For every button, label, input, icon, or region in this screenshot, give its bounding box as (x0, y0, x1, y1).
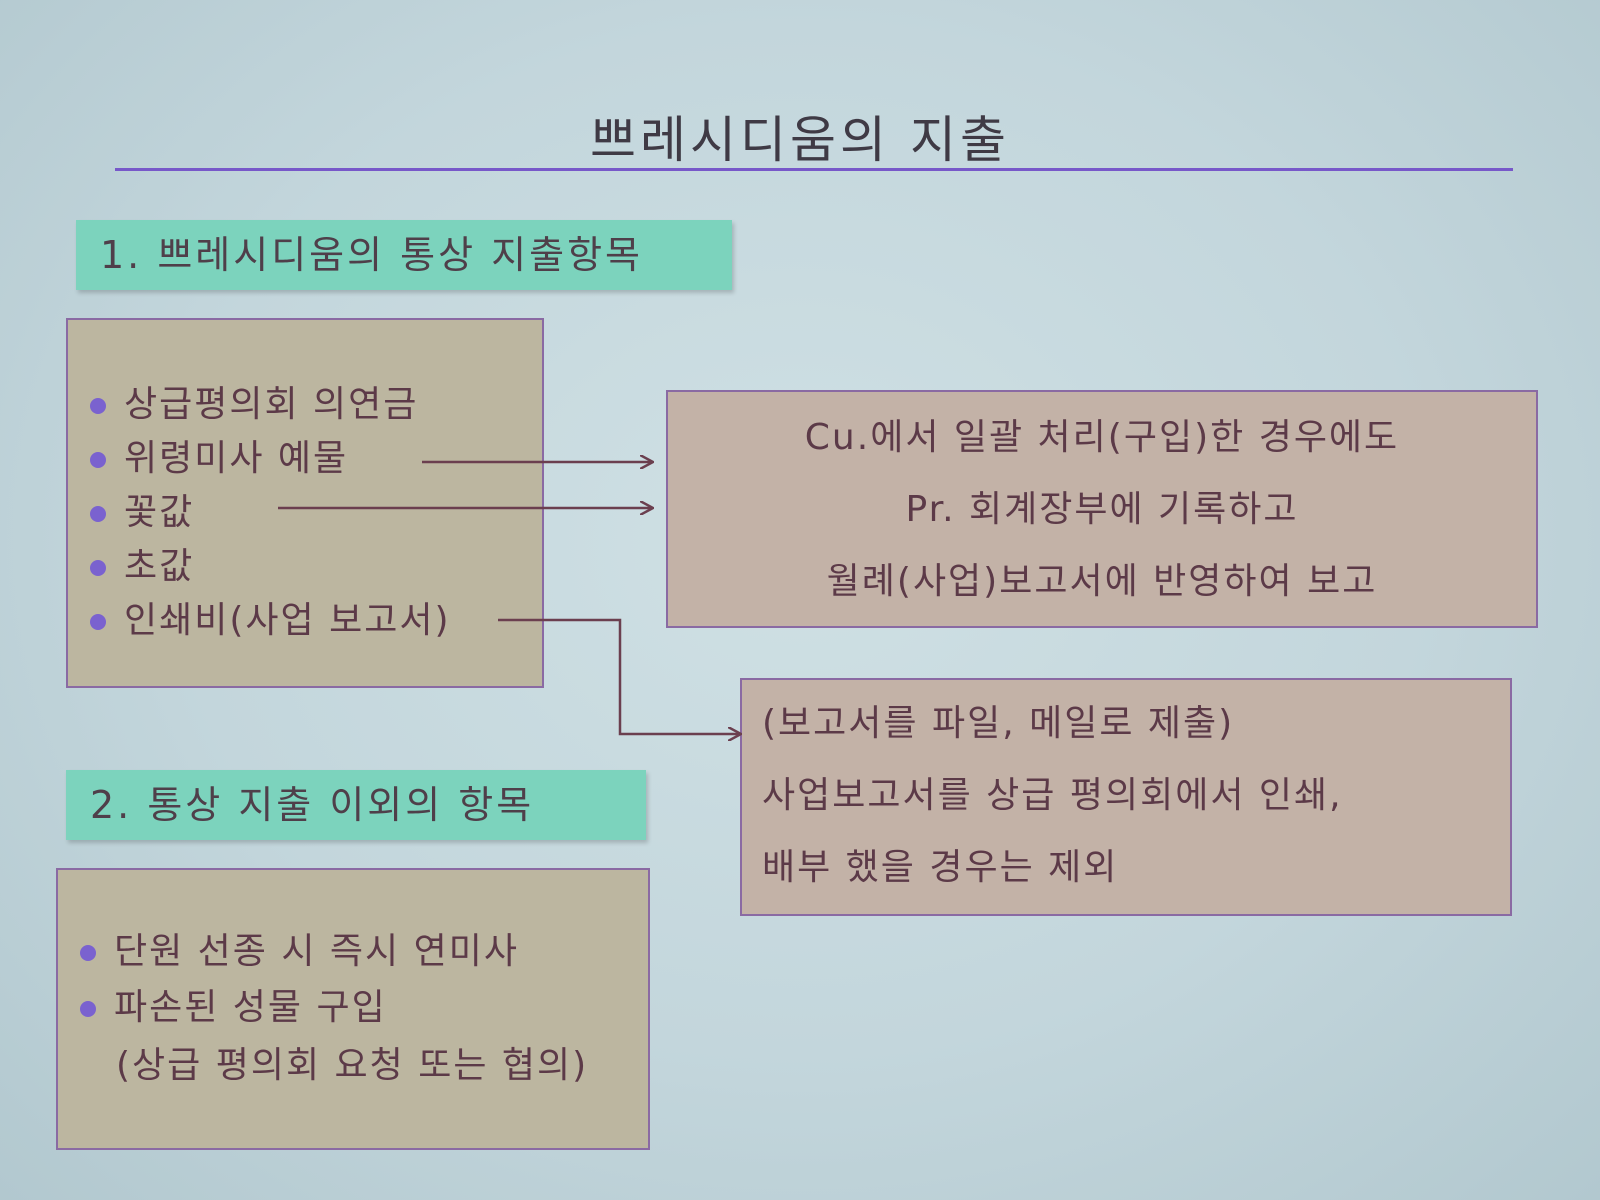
section-2-label: 2. 통상 지출 이외의 항목 (66, 770, 646, 840)
list-item-label: 꽃값 (124, 492, 195, 533)
section-2-box: 단원 선종 시 즉시 연미사 파손된 성물 구입 (상급 평의회 요청 또는 협… (56, 868, 650, 1150)
note-line: 사업보고서를 상급 평의회에서 인쇄, (762, 775, 1343, 816)
list-item: 단원 선종 시 즉시 연미사 (80, 924, 519, 980)
arrow-printing-cost (498, 618, 740, 734)
list-item-label: 초값 (124, 546, 195, 587)
list-item: 위령미사 예물 (90, 432, 451, 486)
list-item: 상급평의회 의연금 (90, 378, 451, 432)
list-item-label: 파손된 성물 구입 (114, 987, 387, 1028)
note-box-accounting: Cu.에서 일괄 처리(구입)한 경우에도 Pr. 회계장부에 기록하고 월례(… (666, 390, 1538, 628)
list-item-label: 위령미사 예물 (124, 438, 349, 479)
note-box-report-text: (보고서를 파일, 메일로 제출) 사업보고서를 상급 평의회에서 인쇄, 배부… (762, 688, 1343, 904)
section-2-list: 단원 선종 시 즉시 연미사 파손된 성물 구입 (80, 924, 519, 1036)
section-1-list: 상급평의회 의연금 위령미사 예물 꽃값 초값 인쇄비(사업 보고서) (90, 378, 451, 648)
bullet-dot (90, 614, 106, 630)
list-item-label: 상급평의회 의연금 (124, 384, 419, 425)
section-2-note: (상급 평의회 요청 또는 협의) (116, 1045, 589, 1086)
note-line: Pr. 회계장부에 기록하고 (905, 489, 1299, 530)
note-box-report: (보고서를 파일, 메일로 제출) 사업보고서를 상급 평의회에서 인쇄, 배부… (740, 678, 1512, 916)
list-item: 꽃값 (90, 486, 451, 540)
bullet-dot (90, 398, 106, 414)
list-item-label: 단원 선종 시 즉시 연미사 (114, 931, 519, 972)
section-1-box: 상급평의회 의연금 위령미사 예물 꽃값 초값 인쇄비(사업 보고서) (66, 318, 544, 688)
note-line: 배부 했을 경우는 제외 (762, 847, 1119, 888)
bullet-dot (80, 1001, 96, 1017)
bullet-dot (90, 560, 106, 576)
note-box-accounting-text: Cu.에서 일괄 처리(구입)한 경우에도 Pr. 회계장부에 기록하고 월례(… (668, 402, 1536, 618)
list-item: 파손된 성물 구입 (80, 980, 519, 1036)
slide-title: 쁘레시디움의 지출 (590, 111, 1010, 169)
bullet-dot (90, 506, 106, 522)
title-underline (115, 168, 1513, 171)
note-line: 월례(사업)보고서에 반영하여 보고 (826, 561, 1378, 602)
bullet-dot (90, 452, 106, 468)
list-item-label: 인쇄비(사업 보고서) (124, 600, 451, 641)
list-item: 초값 (90, 540, 451, 594)
list-item: 인쇄비(사업 보고서) (90, 594, 451, 648)
note-line: (보고서를 파일, 메일로 제출) (762, 703, 1235, 744)
section-1-label: 1. 쁘레시디움의 통상 지출항목 (76, 220, 732, 290)
note-line: Cu.에서 일괄 처리(구입)한 경우에도 (804, 417, 1400, 458)
bullet-dot (80, 945, 96, 961)
